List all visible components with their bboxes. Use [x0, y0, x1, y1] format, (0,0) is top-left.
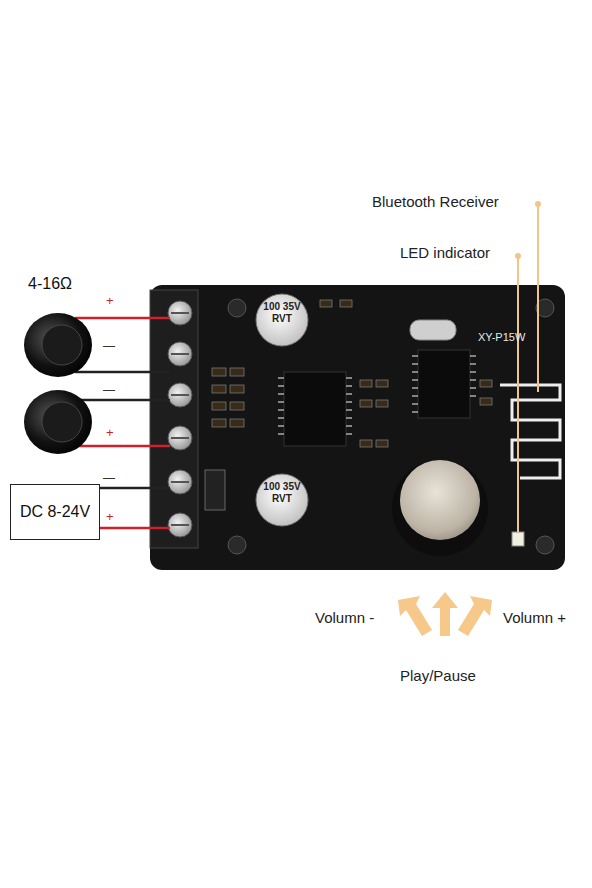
board-model: XY-P15W	[478, 331, 525, 344]
impedance-label: 4-16Ω	[28, 275, 72, 293]
polarity-mark: +	[106, 509, 114, 524]
control-label: Volumn +	[503, 609, 566, 626]
control-label: Play/Pause	[400, 667, 476, 684]
polarity-mark: +	[106, 425, 114, 440]
polarity-mark: —	[103, 383, 115, 397]
control-label: Volumn -	[315, 609, 374, 626]
callout-label: LED indicator	[400, 244, 490, 261]
capacitor-marking: 100 35V RVT	[262, 481, 302, 505]
power-input-box: DC 8-24V	[10, 484, 100, 540]
polarity-mark: —	[103, 471, 115, 485]
callout-label: Bluetooth Receiver	[372, 193, 499, 210]
box-text: DC 8-24V	[20, 503, 90, 521]
polarity-mark: —	[103, 339, 115, 353]
capacitor-marking: 100 35V RVT	[262, 301, 302, 325]
polarity-mark: +	[106, 293, 114, 308]
